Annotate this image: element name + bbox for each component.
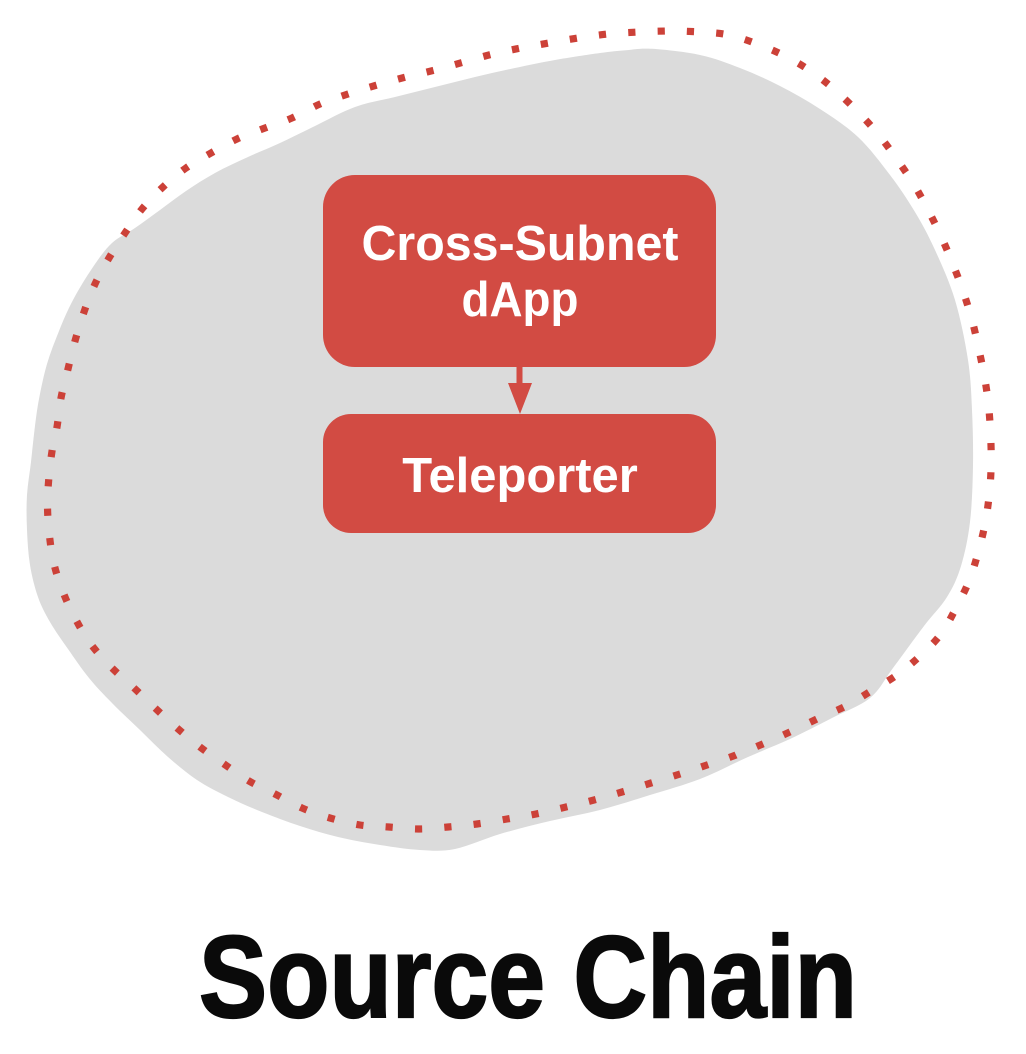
svg-text:Teleporter: Teleporter [402, 449, 638, 503]
svg-text:Source Chain: Source Chain [199, 912, 857, 1042]
svg-text:Cross-Subnet: Cross-Subnet [362, 217, 679, 271]
svg-text:dApp: dApp [462, 273, 579, 327]
